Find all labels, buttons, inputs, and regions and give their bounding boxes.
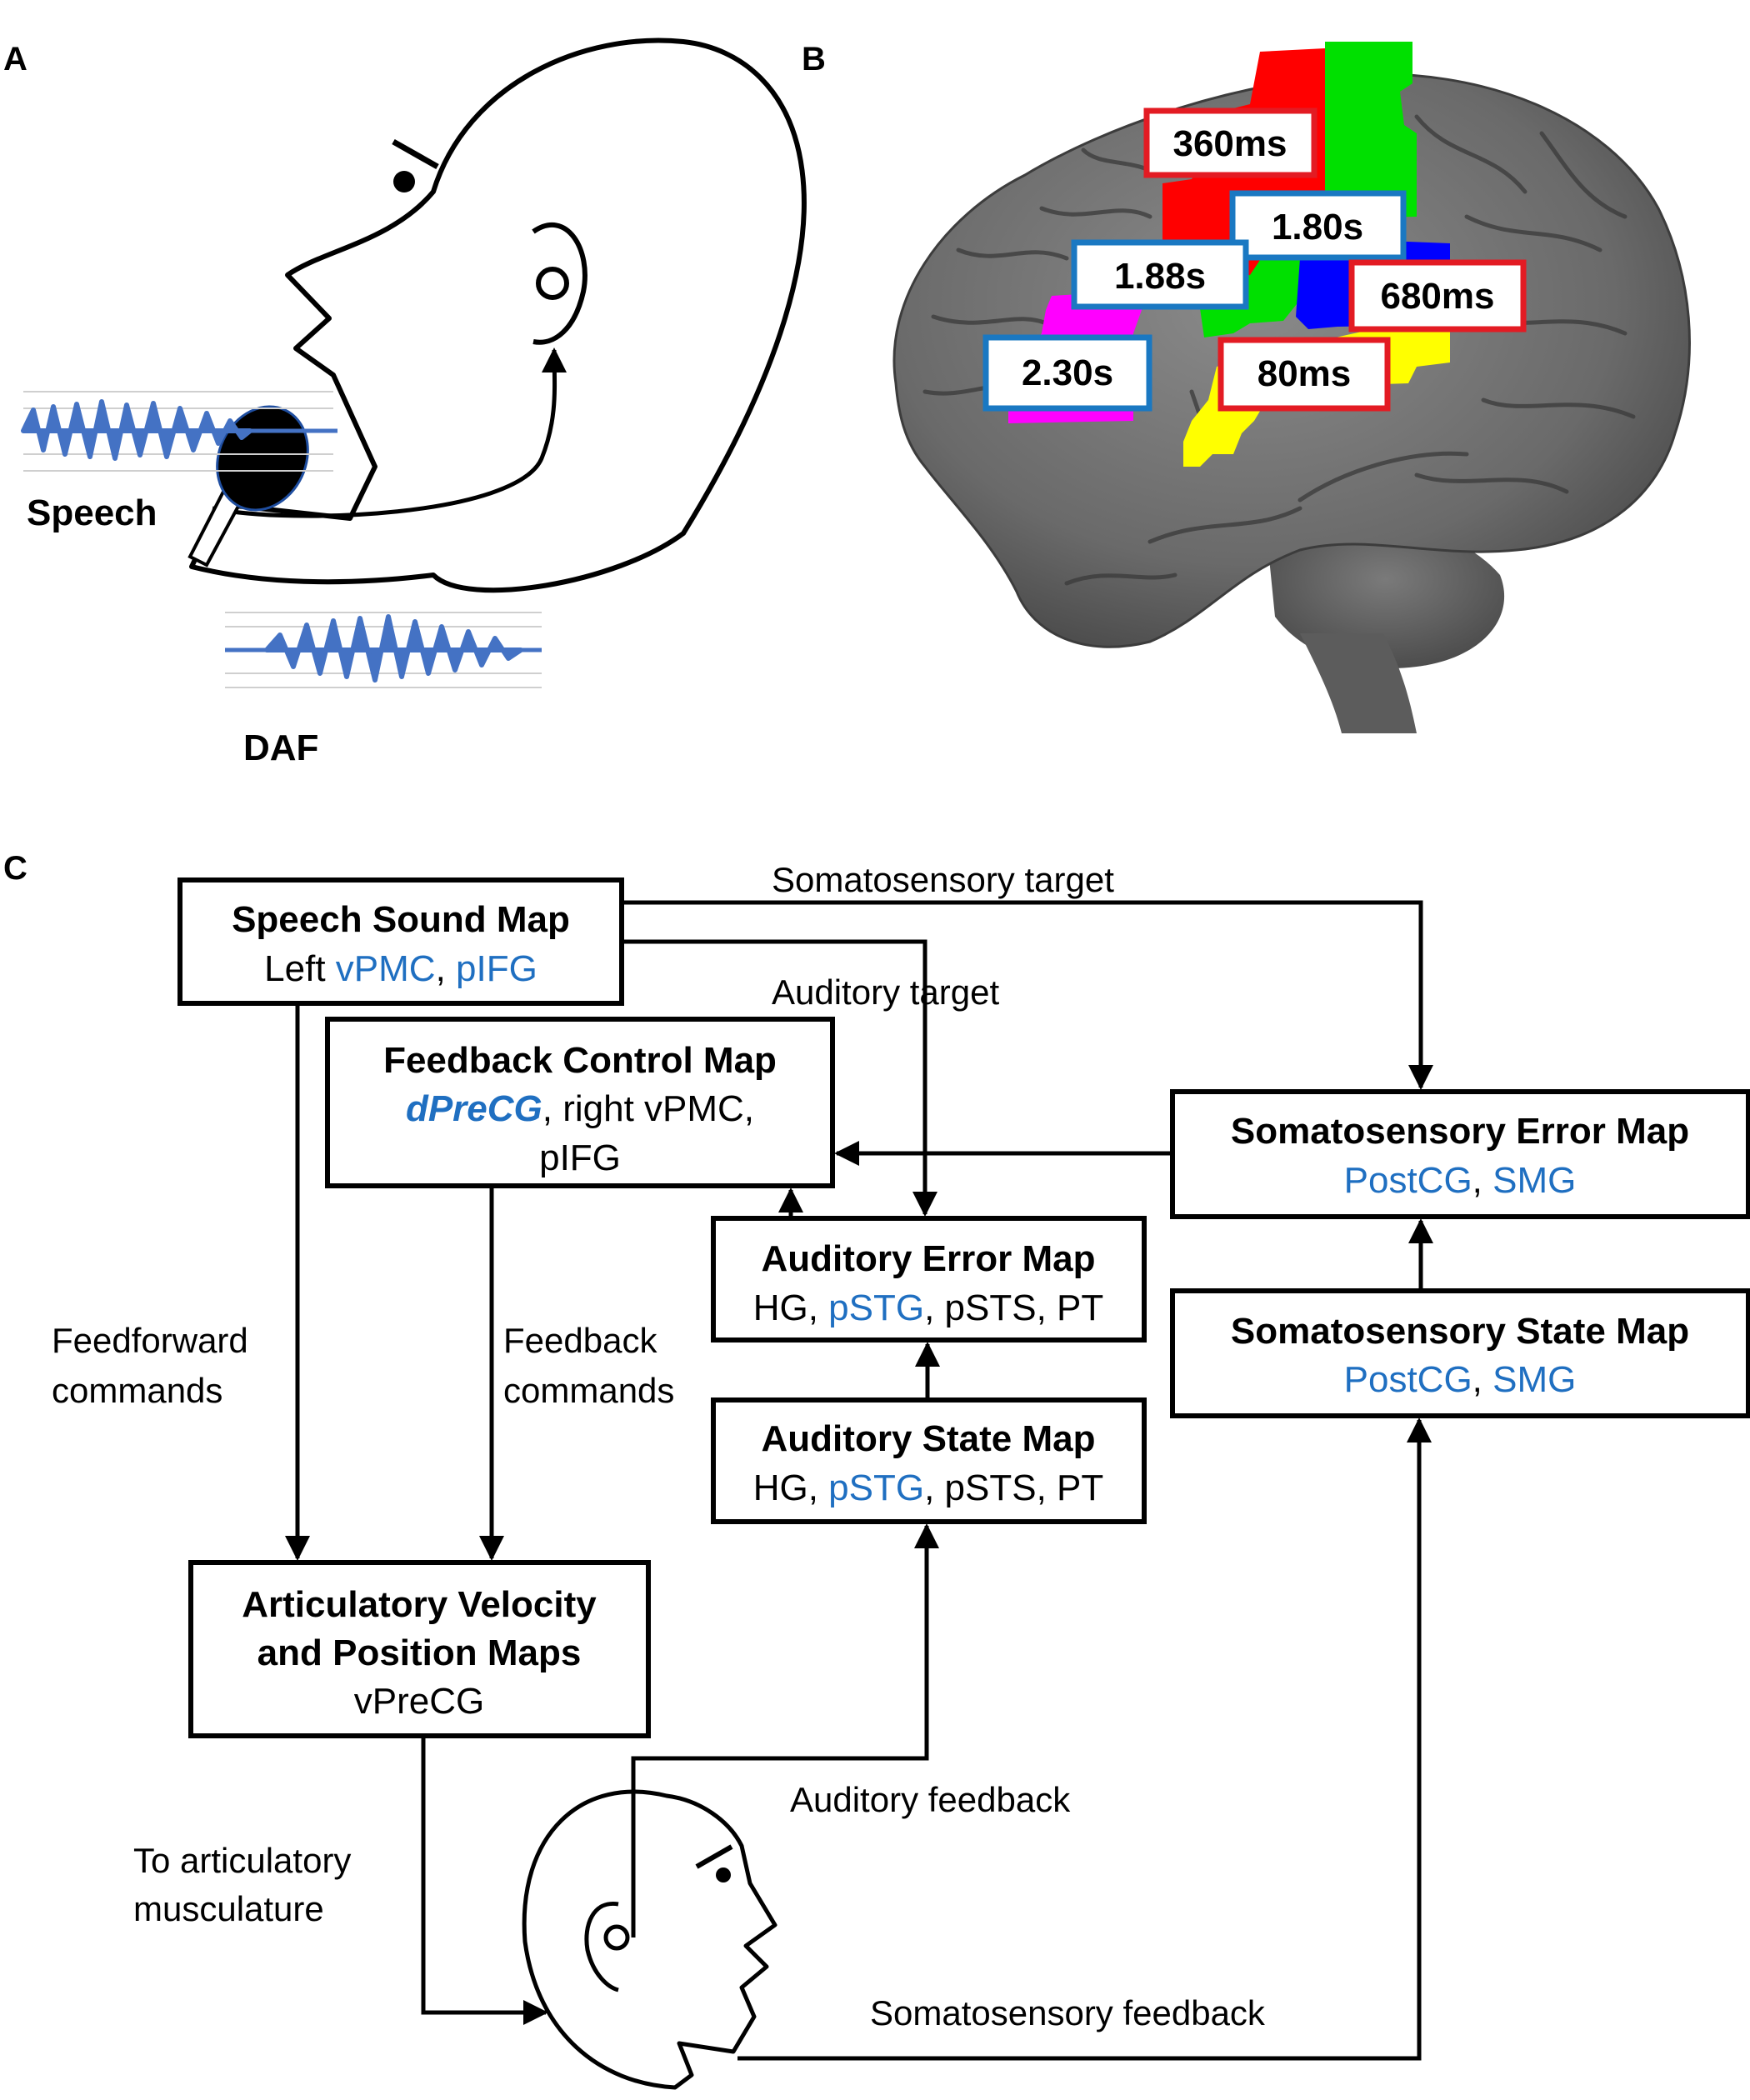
speech-sound-map-box <box>178 878 624 1006</box>
cerebellum-icon <box>1267 520 1505 668</box>
time-label-360ms: 360ms <box>1143 108 1318 178</box>
auditory-state-map-title: Auditory State Map <box>762 1418 1096 1459</box>
auditory-state-map-sub: HG, pSTG, pSTS, PT <box>753 1468 1104 1508</box>
arrow-somatosensory-feedback <box>738 1418 1432 2061</box>
somatosensory-error-map-sub: PostCG, SMG <box>1344 1160 1577 1201</box>
feedback-control-map-box <box>325 1017 835 1188</box>
label-to-articulatory-2: musculature <box>133 1889 324 1928</box>
label-somatosensory-target: Somatosensory target <box>772 860 1114 899</box>
time-label-2-30s: 2.30s <box>982 334 1152 412</box>
auditory-state-map-box <box>711 1398 1147 1524</box>
time-label-680ms: 680ms <box>1348 259 1527 332</box>
somatosensory-error-map-title: Somatosensory Error Map <box>1231 1111 1689 1152</box>
svg-text:680ms: 680ms <box>1380 276 1494 317</box>
panel-letter-b: B <box>802 41 826 78</box>
articulatory-maps-title2: and Position Maps <box>258 1632 582 1673</box>
panel-c-head-illustration <box>522 1789 778 2090</box>
region-green <box>1200 42 1417 338</box>
somatosensory-state-map-sub: PostCG, SMG <box>1344 1359 1577 1400</box>
articulatory-maps-box <box>188 1560 651 1738</box>
arrow-auditory-target <box>622 939 938 1217</box>
label-feedback-1: Feedback <box>503 1321 658 1360</box>
time-label-1-80s: 1.80s <box>1229 190 1407 261</box>
articulatory-maps-sub: vPreCG <box>354 1681 484 1722</box>
label-to-articulatory-1: To articulatory <box>133 1841 351 1880</box>
feedback-control-map-line3: pIFG <box>539 1138 621 1178</box>
svg-text:80ms: 80ms <box>1258 353 1352 394</box>
time-label-1-88s: 1.88s <box>1071 239 1249 310</box>
label-feedforward-1: Feedforward <box>52 1321 248 1360</box>
auditory-error-map-box <box>711 1216 1147 1342</box>
articulatory-maps-title1: Articulatory Velocity <box>242 1584 597 1625</box>
label-feedforward-2: commands <box>52 1371 222 1410</box>
speech-label: Speech <box>27 492 158 533</box>
speech-waveform-icon <box>21 391 338 472</box>
speech-sound-map-title: Speech Sound Map <box>232 899 570 940</box>
svg-text:360ms: 360ms <box>1172 123 1287 164</box>
label-somatosensory-feedback: Somatosensory feedback <box>870 1993 1266 2032</box>
somatosensory-error-map-box <box>1170 1089 1750 1219</box>
arrow-to-musculature <box>421 1736 548 2025</box>
auditory-error-map-title: Auditory Error Map <box>762 1238 1096 1279</box>
daf-label: DAF <box>243 728 318 768</box>
svg-text:2.30s: 2.30s <box>1022 352 1113 393</box>
somatosensory-state-map-title: Somatosensory State Map <box>1231 1311 1689 1352</box>
panel-a-head-illustration <box>188 38 807 593</box>
label-auditory-feedback: Auditory feedback <box>790 1780 1071 1819</box>
ear-icon-small <box>584 1902 619 1992</box>
daf-waveform-icon <box>225 612 542 688</box>
label-feedback-2: commands <box>503 1371 674 1410</box>
feedback-control-map-title: Feedback Control Map <box>383 1040 777 1081</box>
auditory-error-map-sub: HG, pSTG, pSTS, PT <box>753 1288 1104 1328</box>
ear-icon <box>532 222 588 345</box>
arrow-somatosensory-target <box>622 900 1433 1090</box>
feedback-control-map-line2: dPreCG, right vPMC, <box>406 1088 754 1129</box>
time-label-80ms: 80ms <box>1218 337 1391 412</box>
head-outline-icon <box>189 38 807 593</box>
panel-letter-c: C <box>3 850 28 887</box>
speech-sound-map-sub: Left vPMC, pIFG <box>264 948 538 989</box>
label-auditory-target: Auditory target <box>772 972 999 1012</box>
arrow-auditory-feedback <box>631 1523 939 1938</box>
brainstem-icon <box>1300 633 1417 733</box>
panel-letter-a: A <box>3 41 28 78</box>
svg-text:1.80s: 1.80s <box>1272 207 1363 248</box>
svg-text:1.88s: 1.88s <box>1114 256 1206 297</box>
somatosensory-state-map-box <box>1170 1288 1750 1418</box>
